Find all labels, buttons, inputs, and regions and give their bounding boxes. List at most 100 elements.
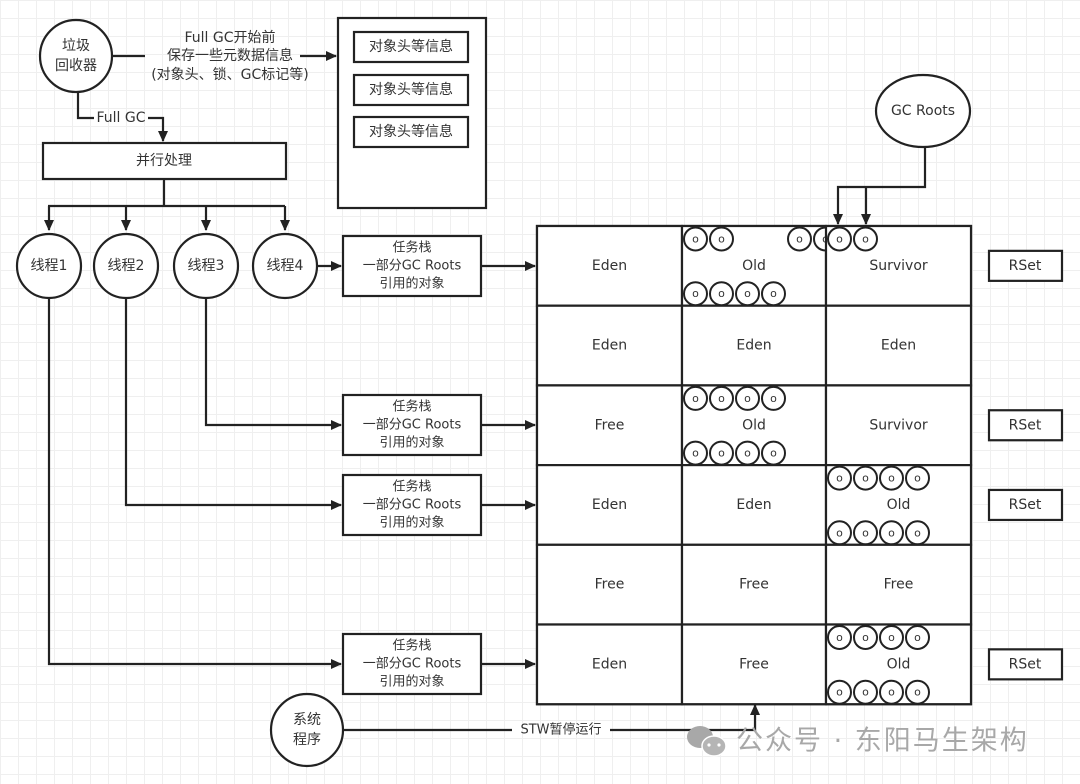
thread-node-1[interactable]: 线程1	[15, 232, 83, 300]
heap-region-free[interactable]: Free	[680, 623, 828, 706]
parallel-processing-box[interactable]: 并行处理	[41, 141, 288, 181]
heap-object-glyph: o	[744, 447, 751, 460]
metadata-store: 对象头等信息 对象头等信息 对象头等信息	[336, 16, 488, 210]
stw-label: STW暂停运行	[520, 722, 601, 738]
heap-object-glyph: o	[914, 631, 921, 644]
metadata-item: 对象头等信息	[352, 115, 470, 149]
heap-object-glyph: o	[836, 686, 843, 699]
heap-object-glyph: o	[862, 631, 869, 644]
heap-object: o	[879, 520, 904, 546]
edge-gc-roots-to-survivor	[833, 147, 927, 225]
svg-text:任务栈: 任务栈	[392, 638, 431, 654]
svg-text:一部分GC Roots: 一部分GC Roots	[363, 259, 462, 274]
heap-object-glyph: o	[836, 233, 843, 246]
heap-object: o	[905, 679, 930, 705]
svg-text:任务栈: 任务栈	[392, 399, 431, 415]
heap-region-label: Survivor	[869, 258, 928, 274]
heap-object-glyph: o	[770, 392, 777, 405]
task-stack-box[interactable]: 任务栈 一部分GC Roots 引用的对象	[341, 234, 483, 298]
heap-object: o	[709, 440, 734, 466]
heap-object-glyph: o	[862, 526, 869, 539]
heap-object-glyph: o	[836, 631, 843, 644]
rset-label: RSet	[1009, 258, 1042, 274]
svg-text:线程1: 线程1	[31, 258, 68, 274]
heap-object-glyph: o	[862, 472, 869, 485]
heap-object: o	[853, 226, 878, 252]
svg-text:引用的对象: 引用的对象	[379, 276, 444, 292]
gc-collector-label-line1: 垃圾	[62, 38, 90, 54]
system-program-node[interactable]: 系统 程序	[269, 692, 345, 768]
svg-text:引用的对象: 引用的对象	[379, 435, 444, 451]
heap-region-grid: EdenOldooooooooSurvivorooRSetEdenEdenEde…	[535, 224, 1064, 706]
heap-object: o	[709, 281, 734, 307]
heap-object: o	[879, 679, 904, 705]
metadata-item: 对象头等信息	[352, 30, 470, 64]
heap-region-eden[interactable]: Eden	[535, 224, 684, 307]
heap-object-glyph: o	[692, 233, 699, 246]
thread-node-4[interactable]: 线程4	[251, 232, 319, 300]
heap-object-glyph: o	[718, 392, 725, 405]
svg-text:并行处理: 并行处理	[136, 153, 192, 169]
task-stack-box[interactable]: 任务栈 一部分GC Roots 引用的对象	[341, 632, 483, 696]
svg-text:系统: 系统	[293, 712, 321, 728]
heap-region-label: Old	[742, 258, 766, 274]
rset-label: RSet	[1009, 497, 1042, 513]
svg-text:一部分GC Roots: 一部分GC Roots	[363, 498, 462, 513]
heap-object: o	[735, 281, 760, 307]
task-stack-box[interactable]: 任务栈 一部分GC Roots 引用的对象	[341, 473, 483, 537]
edges-taskstack-to-heap	[481, 261, 536, 669]
heap-object: o	[709, 226, 734, 252]
heap-region-free[interactable]: Free	[680, 543, 828, 626]
heap-region-eden[interactable]: Eden	[680, 304, 828, 387]
rset-box[interactable]: RSet	[987, 409, 1064, 442]
edge-collector-to-metadata: Full GC开始前 保存一些元数据信息 (对象头、锁、GC标记等)	[112, 29, 337, 83]
heap-object: o	[683, 385, 708, 411]
task-stack-box[interactable]: 任务栈 一部分GC Roots 引用的对象	[341, 393, 483, 457]
heap-object: o	[735, 385, 760, 411]
heap-region-eden[interactable]: Eden	[680, 464, 828, 546]
heap-object: o	[761, 440, 786, 466]
heap-object-glyph: o	[770, 447, 777, 460]
heap-region-survivor[interactable]: Survivor	[824, 384, 973, 467]
heap-region-free[interactable]: Free	[824, 543, 973, 626]
heap-region-free[interactable]: Free	[535, 384, 684, 467]
heap-region-label: Free	[595, 577, 625, 593]
svg-text:对象头等信息: 对象头等信息	[369, 38, 453, 55]
heap-region-eden[interactable]: Eden	[824, 304, 973, 387]
heap-object: o	[853, 625, 878, 650]
heap-region-eden[interactable]: Eden	[535, 464, 684, 546]
heap-region-eden[interactable]: Eden	[535, 304, 684, 387]
svg-text:线程3: 线程3	[188, 258, 225, 274]
thread-node-2[interactable]: 线程2	[92, 232, 160, 300]
heap-region-label: Eden	[736, 338, 771, 354]
heap-object-glyph: o	[888, 472, 895, 485]
heap-object-glyph: o	[836, 472, 843, 485]
gc-collector-node[interactable]: 垃圾 回收器	[38, 18, 114, 94]
gc-roots-node[interactable]: GC Roots	[874, 73, 972, 149]
svg-text:对象头等信息: 对象头等信息	[369, 81, 453, 98]
watermark: 公众号 · 东阳马生架构	[687, 726, 1029, 757]
thread-node-3[interactable]: 线程3	[172, 232, 240, 300]
svg-text:公众号 · 东阳马生架构: 公众号 · 东阳马生架构	[736, 726, 1029, 757]
heap-region-free[interactable]: Free	[535, 543, 684, 626]
rset-box[interactable]: RSet	[987, 249, 1064, 282]
rset-box[interactable]: RSet	[987, 648, 1064, 681]
heap-object: o	[683, 226, 708, 252]
metadata-note-line1: Full GC开始前	[184, 29, 275, 46]
heap-object: o	[879, 465, 904, 491]
metadata-item: 对象头等信息	[352, 73, 470, 107]
heap-object: o	[761, 281, 786, 307]
heap-region-label: Free	[595, 417, 625, 433]
edges-thread-to-taskstack	[47, 261, 342, 669]
rset-box[interactable]: RSet	[987, 488, 1064, 522]
heap-object-glyph: o	[744, 287, 751, 300]
heap-region-eden[interactable]: Eden	[535, 623, 684, 706]
svg-text:一部分GC Roots: 一部分GC Roots	[363, 657, 462, 672]
heap-object: o	[853, 465, 878, 491]
heap-object-glyph: o	[796, 233, 803, 246]
